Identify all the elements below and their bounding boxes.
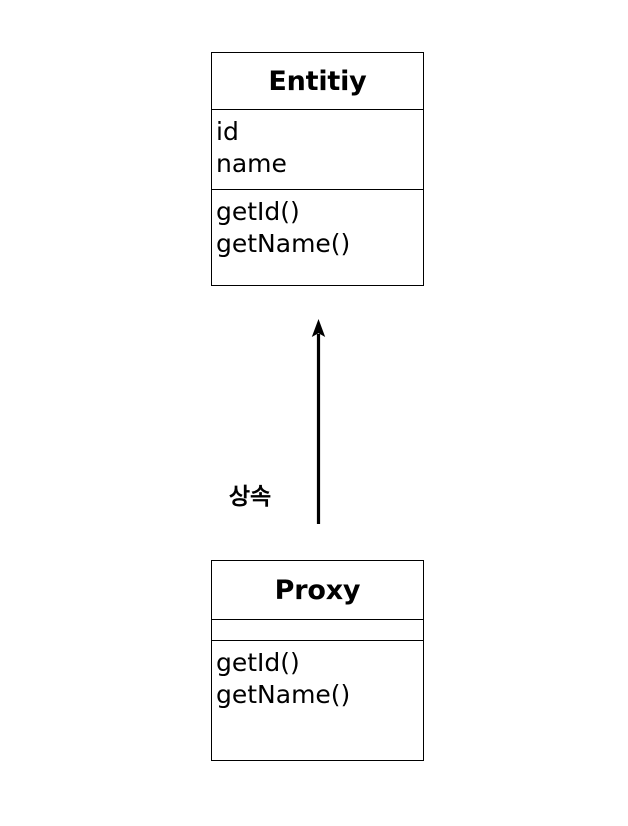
uml-attributes-proxy	[212, 619, 423, 640]
uml-methods-proxy: getId() getName()	[212, 640, 423, 759]
inheritance-label: 상속	[228, 484, 272, 510]
uml-attributes-entitiy: id name	[212, 109, 423, 189]
uml-attribute: name	[216, 149, 287, 178]
uml-methods-entitiy: getId() getName()	[212, 189, 423, 284]
uml-class-name-proxy: Proxy	[274, 574, 361, 606]
up-arrow-icon	[311, 319, 326, 524]
uml-attribute: id	[216, 117, 239, 146]
uml-method: getId()	[216, 648, 300, 677]
uml-class-name-entitiy: Entitiy	[268, 65, 367, 97]
uml-method: getName()	[216, 229, 351, 258]
uml-class-proxy[interactable]: Proxy getId() getName()	[211, 560, 424, 761]
uml-method: getId()	[216, 197, 300, 226]
uml-method: getName()	[216, 680, 351, 709]
uml-class-entitiy[interactable]: Entitiy id name getId() getName()	[211, 52, 424, 286]
